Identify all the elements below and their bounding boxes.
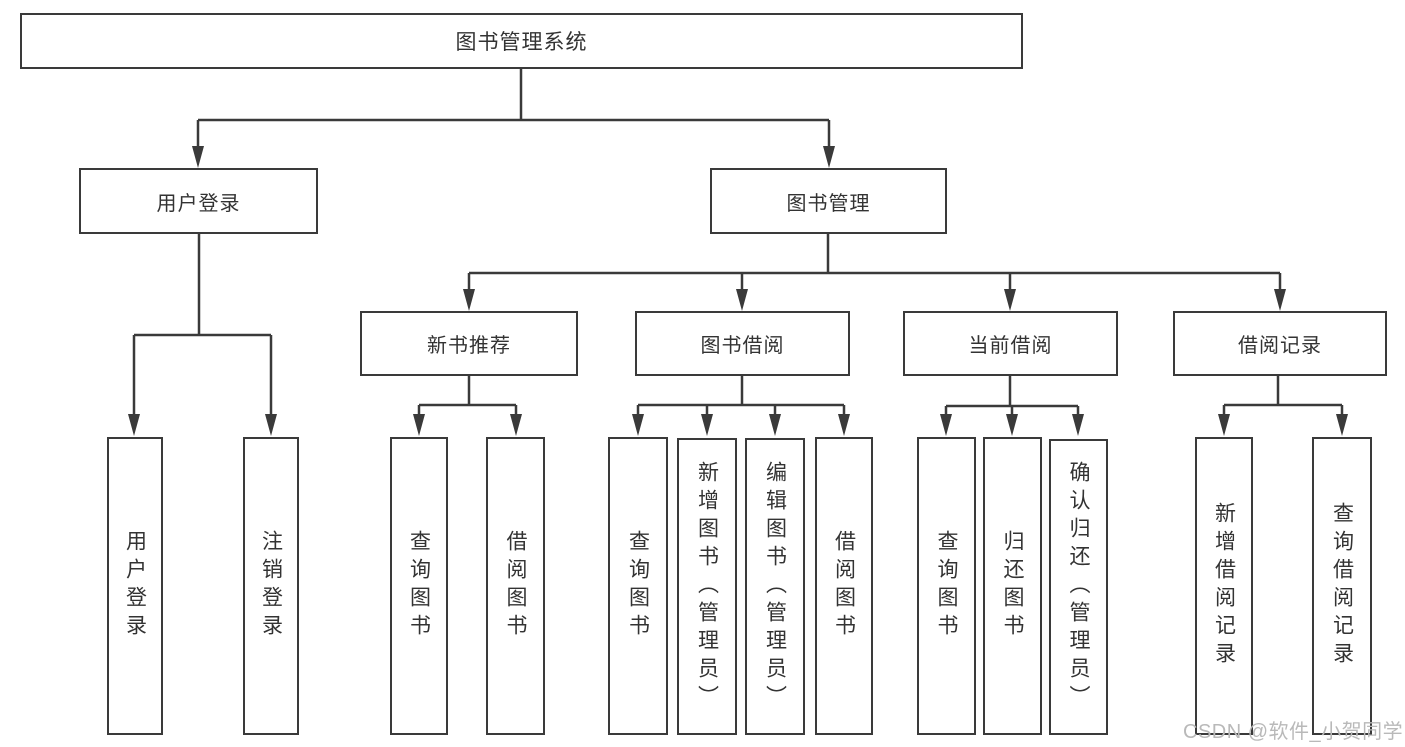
leaf-current-query-books-label: 查询图书 xyxy=(935,530,958,642)
node-book-management-label: 图书管理 xyxy=(786,192,871,215)
node-book-management: 图书管理 xyxy=(710,168,947,234)
leaf-user-login-label: 用户登录 xyxy=(123,530,147,642)
node-library-system-label: 图书管理系统 xyxy=(455,31,588,54)
node-user-login: 用户登录 xyxy=(79,168,318,234)
leaf-recommend-query-books-label: 查询图书 xyxy=(407,530,431,642)
node-current-borrowing: 当前借阅 xyxy=(903,311,1118,376)
leaf-records-query-borrow-record-label: 查询借阅记录 xyxy=(1330,502,1354,670)
leaf-user-login: 用户登录 xyxy=(107,437,163,735)
leaf-borrowing-add-books-admin: 新增图书（管理员） xyxy=(677,438,737,735)
node-library-system: 图书管理系统 xyxy=(20,13,1023,69)
leaf-current-return-books: 归还图书 xyxy=(983,437,1042,735)
leaf-borrowing-edit-books-admin: 编辑图书（管理员） xyxy=(745,438,805,735)
leaf-recommend-borrow-books: 借阅图书 xyxy=(486,437,545,735)
leaf-records-query-borrow-record: 查询借阅记录 xyxy=(1312,437,1372,735)
leaf-recommend-query-books: 查询图书 xyxy=(390,437,448,735)
node-book-borrowing: 图书借阅 xyxy=(635,311,850,376)
leaf-borrowing-add-books-admin-label: 新增图书（管理员） xyxy=(695,460,719,713)
leaf-current-query-books: 查询图书 xyxy=(917,437,976,735)
node-borrow-records: 借阅记录 xyxy=(1173,311,1387,376)
leaf-borrowing-query-books: 查询图书 xyxy=(608,437,668,735)
leaf-borrowing-edit-books-admin-label: 编辑图书（管理员） xyxy=(763,460,787,713)
leaf-records-add-borrow-record: 新增借阅记录 xyxy=(1195,437,1253,735)
node-new-book-recommend: 新书推荐 xyxy=(360,311,578,376)
csdn-watermark: CSDN @软件_小贺同学 xyxy=(1183,721,1404,743)
leaf-borrowing-borrow-books-label: 借阅图书 xyxy=(832,530,856,642)
leaf-records-add-borrow-record-label: 新增借阅记录 xyxy=(1212,502,1236,670)
leaf-current-confirm-return-admin: 确认归还（管理员） xyxy=(1049,439,1108,735)
node-user-login-label: 用户登录 xyxy=(156,192,241,215)
leaf-borrowing-query-books-label: 查询图书 xyxy=(626,530,650,642)
leaf-recommend-borrow-books-label: 借阅图书 xyxy=(504,530,527,642)
arrowheads xyxy=(128,146,1348,436)
node-current-borrowing-label: 当前借阅 xyxy=(968,335,1053,357)
leaf-borrowing-borrow-books: 借阅图书 xyxy=(815,437,873,735)
node-borrow-records-label: 借阅记录 xyxy=(1238,335,1322,357)
leaf-logout-label: 注销登录 xyxy=(259,530,283,642)
node-new-book-recommend-label: 新书推荐 xyxy=(427,335,511,357)
leaf-current-confirm-return-admin-label: 确认归还（管理员） xyxy=(1067,461,1090,713)
leaf-logout: 注销登录 xyxy=(243,437,299,735)
leaf-current-return-books-label: 归还图书 xyxy=(1001,530,1024,642)
node-book-borrowing-label: 图书借阅 xyxy=(700,335,785,357)
